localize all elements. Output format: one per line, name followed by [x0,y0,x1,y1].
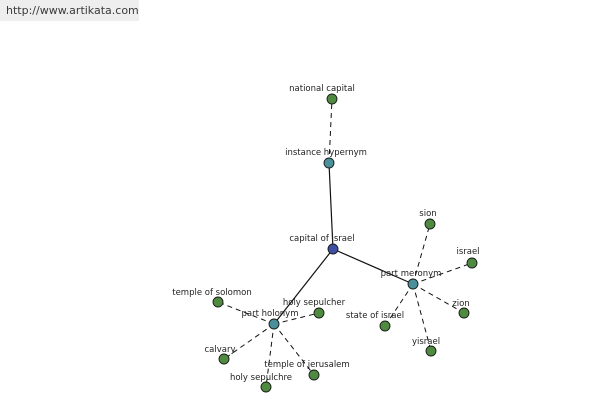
edge-part-holonym-to-holy-sepulchre [265,323,275,388]
graph-nodes [212,93,478,393]
label-leaf-temple-of-solomon: temple of solomon [172,288,251,298]
node-leaf-national-capital[interactable] [326,93,338,105]
label-leaf-yisrael: yisrael [412,337,440,347]
node-leaf-calvary[interactable] [218,353,230,365]
edge-part-holonym-to-temple-of-solomon [217,301,275,325]
label-relation-instance-hypernym: instance hypernym [285,148,367,158]
label-leaf-israel: israel [456,247,479,257]
node-leaf-state-of-israel[interactable] [379,320,391,332]
label-leaf-zion: zion [452,299,469,309]
label-leaf-sion: sion [419,209,436,219]
label-center: capital of israel [289,234,354,244]
label-relation-part-holonym: part holonym [242,309,299,319]
node-relation-part-meronym[interactable] [407,278,419,290]
node-leaf-yisrael[interactable] [425,345,437,357]
edge-center-to-instance-hypernym [328,162,334,250]
label-leaf-temple-of-jerusalem: temple of jerusalem [264,360,349,370]
watermark-url[interactable]: http://www.artikata.com [0,0,139,21]
edge-part-meronym-to-israel [412,262,473,285]
edge-part-meronym-to-zion [412,283,465,314]
edge-center-to-part-meronym [332,248,414,285]
node-leaf-temple-of-jerusalem[interactable] [308,369,320,381]
edge-part-holonym-to-holy-sepulcher [273,312,320,325]
graph-edges [217,98,473,388]
label-leaf-calvary: calvary [204,345,235,355]
node-relation-part-holonym[interactable] [268,318,280,330]
node-leaf-zion[interactable] [458,307,470,319]
node-leaf-sion[interactable] [424,218,436,230]
edge-center-to-part-holonym [273,248,334,325]
label-leaf-state-of-israel: state of israel [346,311,404,321]
node-leaf-israel[interactable] [466,257,478,269]
edge-part-meronym-to-sion [412,223,431,285]
label-leaf-holy-sepulchre: holy sepulchre [230,373,292,383]
label-relation-part-meronym: part meronym [381,269,442,279]
label-leaf-national-capital: national capital [289,84,355,94]
node-leaf-holy-sepulcher[interactable] [313,307,325,319]
edge-instance-hypernym-to-national-capital [328,98,333,164]
node-leaf-temple-of-solomon[interactable] [212,296,224,308]
node-relation-instance-hypernym[interactable] [323,157,335,169]
edge-part-holonym-to-temple-of-jerusalem [273,323,315,376]
edge-part-meronym-to-yisrael [412,283,432,352]
node-center[interactable] [327,243,339,255]
node-leaf-holy-sepulchre[interactable] [260,381,272,393]
graph-labels: capital of israel instance hypernym nation… [172,84,479,383]
edge-part-holonym-to-calvary [223,323,275,360]
label-leaf-holy-sepulcher: holy sepulcher [283,298,346,308]
